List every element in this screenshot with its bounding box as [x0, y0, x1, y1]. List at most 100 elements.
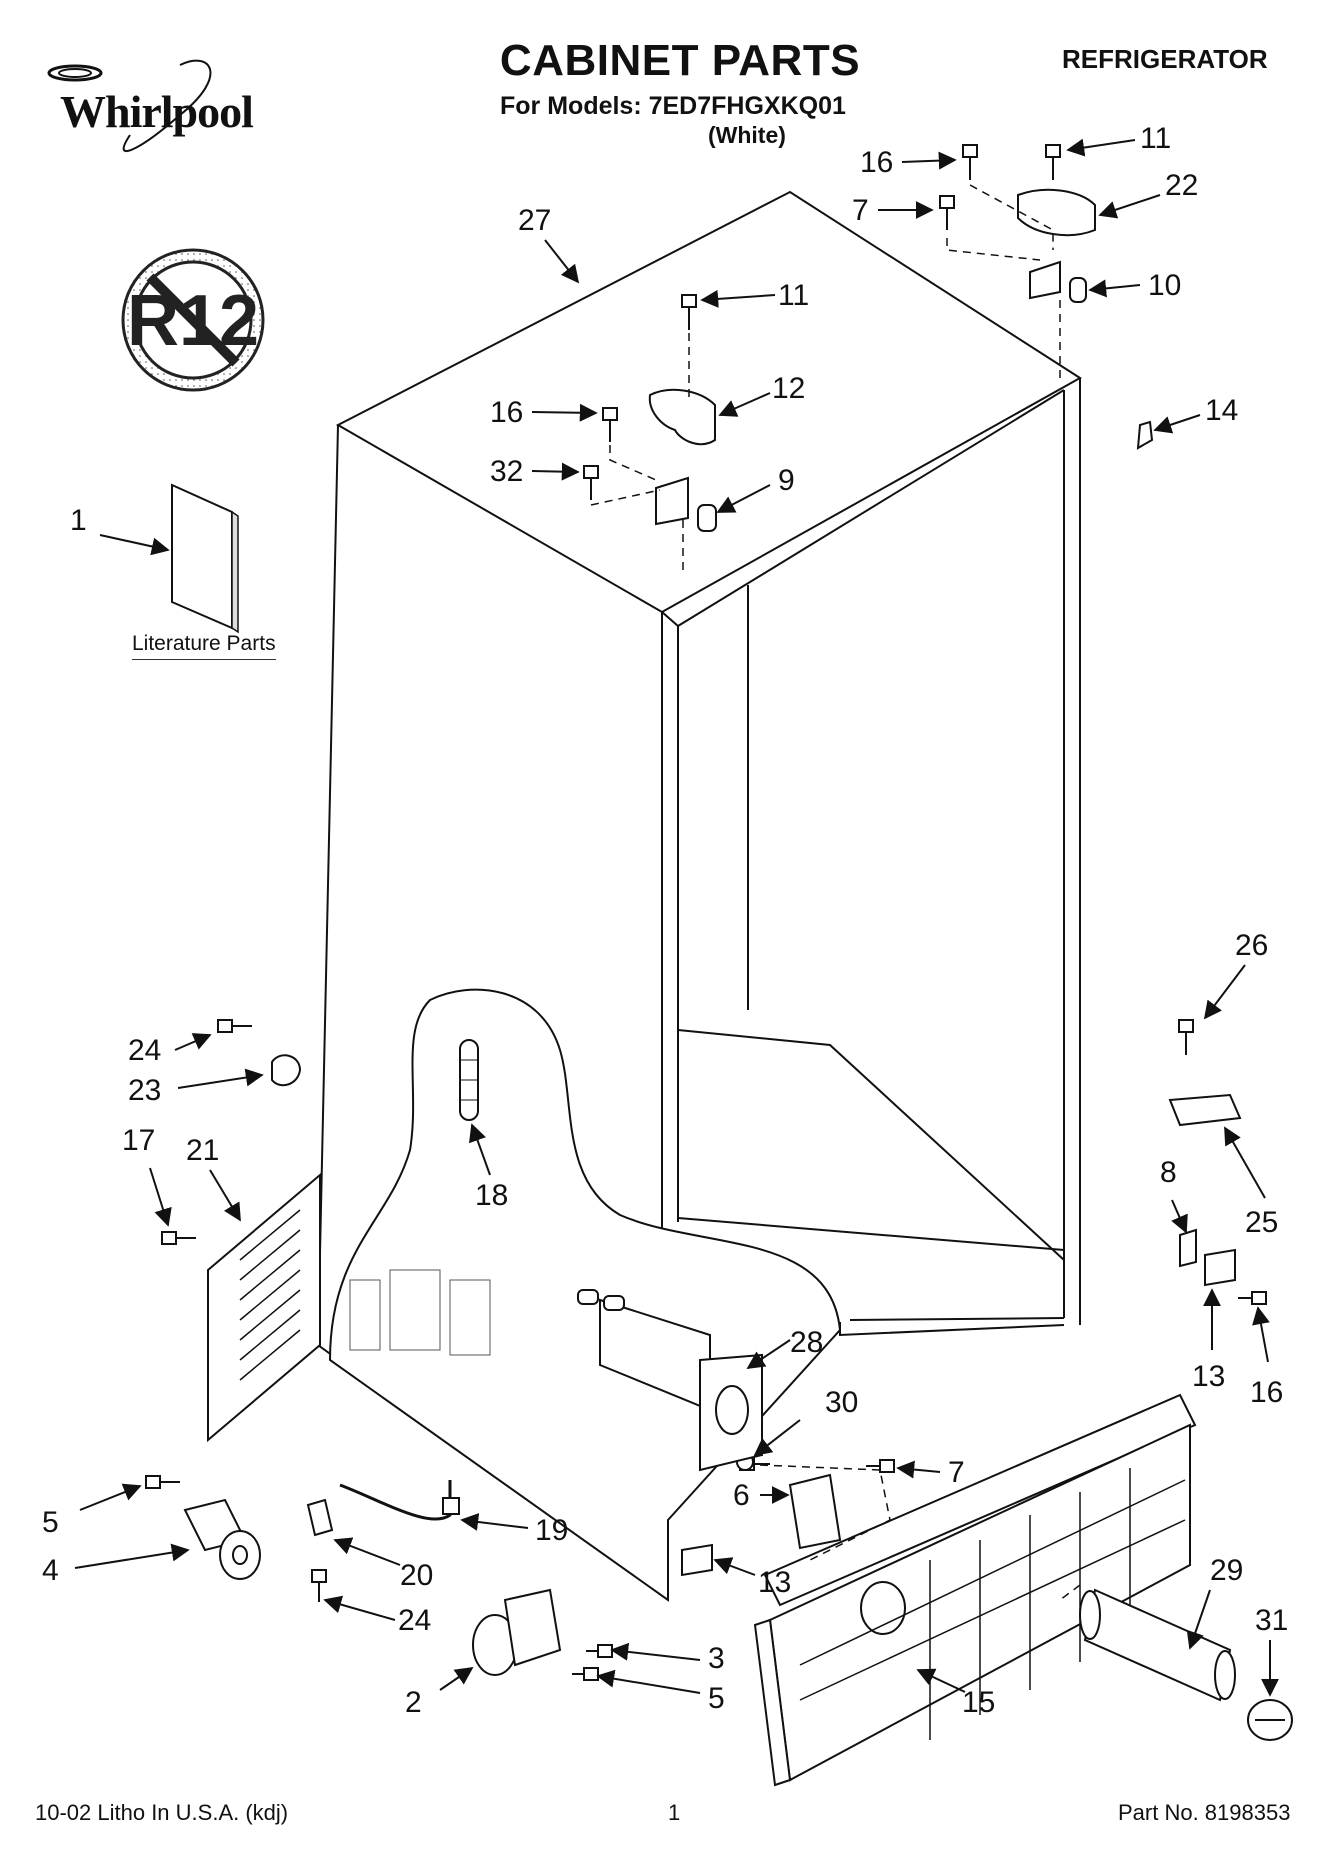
callout-6: 6 [733, 1479, 750, 1512]
callout-11: 11 [1140, 122, 1171, 155]
callout-21: 21 [186, 1134, 219, 1167]
part-number: Part No. 8198353 [1118, 1800, 1291, 1825]
callout-7: 7 [852, 194, 869, 227]
callout-31: 31 [1255, 1604, 1288, 1637]
leader-7b [896, 1460, 941, 1479]
no-r12-prohibition-icon: R12 [121, 248, 265, 392]
leader-3 [610, 1642, 701, 1661]
leader-lines [74, 138, 1279, 1697]
leader-8 [1171, 1199, 1188, 1234]
callout-7: 7 [948, 1456, 965, 1489]
finish-label: (White) [708, 122, 786, 148]
callout-14: 14 [1205, 394, 1238, 427]
callout-4: 4 [42, 1554, 59, 1587]
callout-3: 3 [708, 1642, 725, 1675]
callout-11: 11 [778, 279, 809, 312]
leader-10 [1088, 279, 1141, 298]
leader-16b [531, 403, 598, 422]
page-title: CABINET PARTS [499, 36, 861, 85]
filter-housing [577, 1289, 763, 1472]
leader-24a [174, 1033, 212, 1051]
leader-18 [469, 1123, 491, 1176]
callout-26: 26 [1235, 929, 1268, 962]
callout-12: 12 [772, 372, 805, 405]
leader-19 [460, 1513, 529, 1531]
leader-12 [718, 392, 771, 417]
drain-tube-18 [459, 1039, 479, 1121]
callout-22: 22 [1165, 169, 1198, 202]
filter-cap [1247, 1699, 1293, 1741]
leader-24b [323, 1595, 396, 1621]
callout-16: 16 [860, 146, 893, 179]
callout-5: 5 [42, 1506, 59, 1539]
leader-17 [149, 1167, 172, 1227]
leader-30 [753, 1419, 801, 1457]
callout-17: 17 [122, 1124, 155, 1157]
leader-20 [333, 1537, 401, 1566]
leader-16a [901, 151, 957, 170]
literature-parts-label: Literature Parts [132, 632, 276, 660]
leader-26 [1203, 964, 1246, 1020]
literature-booklet [171, 483, 239, 634]
callout-20: 20 [400, 1559, 433, 1592]
callout-30: 30 [825, 1386, 858, 1419]
callout-5: 5 [708, 1682, 725, 1715]
page-number: 1 [668, 1800, 681, 1825]
leader-5a [79, 1483, 142, 1511]
callout-16: 16 [1250, 1376, 1283, 1409]
leader-5b [596, 1669, 701, 1694]
callout-18: 18 [475, 1179, 508, 1212]
callout-24: 24 [398, 1604, 431, 1637]
water-tube [339, 1480, 460, 1521]
callout-28: 28 [790, 1326, 823, 1359]
assembly-guides [590, 184, 1081, 1601]
callout-23: 23 [128, 1074, 161, 1107]
leveling-leg [472, 1588, 562, 1676]
leader-29 [1186, 1589, 1211, 1650]
callout-1: 1 [70, 504, 87, 537]
callout-2: 2 [405, 1686, 422, 1719]
callout-numbers: 1 27 16 11 7 22 10 11 12 16 32 9 14 26 2… [42, 122, 1288, 1719]
leader-11b [700, 289, 776, 308]
callout-13: 13 [758, 1566, 791, 1599]
leader-1 [99, 534, 170, 556]
callout-19: 19 [535, 1514, 568, 1547]
callout-29: 29 [1210, 1554, 1243, 1587]
rear-access-panel [207, 1172, 321, 1443]
leader-9 [716, 484, 771, 513]
callout-8: 8 [1160, 1156, 1177, 1189]
callout-10: 10 [1148, 269, 1181, 302]
brand-wordmark: Whirlpool [60, 86, 254, 137]
callout-15: 15 [962, 1686, 995, 1719]
leader-27 [544, 239, 580, 284]
leader-23 [177, 1068, 264, 1089]
leader-14 [1153, 414, 1201, 434]
leader-32 [531, 462, 580, 481]
leader-15 [916, 1668, 966, 1693]
callout-27: 27 [518, 204, 551, 237]
top-hinge-right [1017, 188, 1096, 303]
leader-13b [713, 1557, 756, 1576]
callout-32: 32 [490, 455, 523, 488]
roller-assembly [183, 1498, 261, 1580]
leader-2 [439, 1666, 474, 1691]
models-line: For Models: 7ED7FHGXKQ01 [500, 92, 846, 120]
whirlpool-swirl-icon [47, 59, 212, 152]
litho-footer: 10-02 Litho In U.S.A. (kdj) [35, 1800, 289, 1825]
leader-11a [1066, 138, 1136, 157]
screw-icons [145, 144, 1267, 1681]
base-grille [753, 1393, 1197, 1787]
water-filter [1079, 1588, 1236, 1702]
callout-13: 13 [1192, 1360, 1225, 1393]
top-hinge-left [648, 388, 717, 532]
leader-16c [1252, 1306, 1270, 1363]
category-label: REFRIGERATOR [1062, 44, 1268, 74]
whirlpool-logo: Whirlpool [30, 55, 280, 165]
leader-21 [209, 1169, 241, 1222]
callout-24: 24 [128, 1034, 161, 1067]
callout-16: 16 [490, 396, 523, 429]
leader-4 [74, 1543, 190, 1569]
leader-25 [1224, 1126, 1266, 1199]
leader-28 [746, 1339, 791, 1369]
leader-22 [1098, 194, 1161, 219]
